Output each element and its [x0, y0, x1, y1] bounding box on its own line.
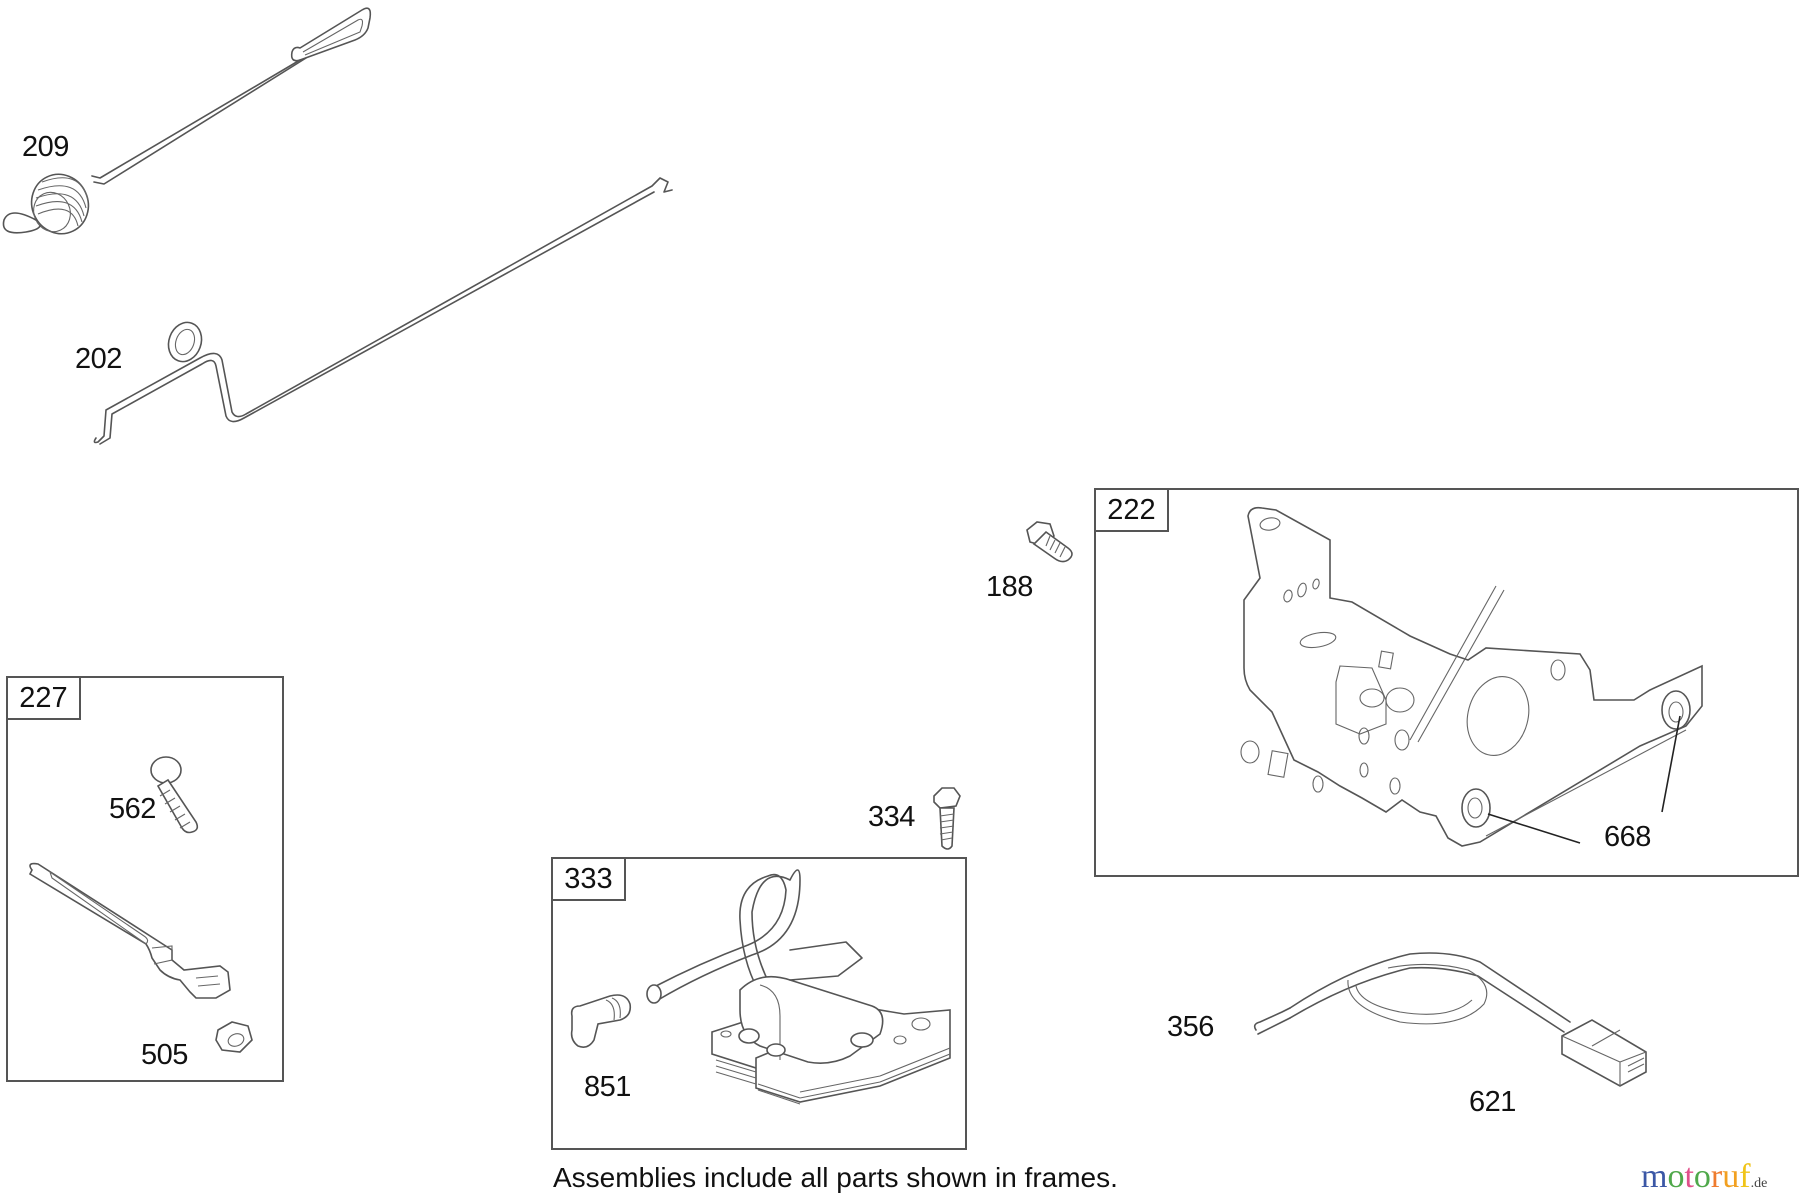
governor-link-icon	[93, 177, 673, 445]
governor-spring-icon	[2, 7, 372, 235]
logo-letter: r	[1710, 1158, 1723, 1195]
ignition-armature-icon	[646, 869, 951, 1105]
logo-letter: m	[1641, 1158, 1668, 1195]
frame-label-222: 222	[1096, 490, 1169, 532]
spark-plug-terminal-icon	[570, 994, 632, 1048]
logo-tld: .de	[1750, 1176, 1768, 1191]
logo-letter: u	[1722, 1158, 1740, 1195]
ground-wire-icon	[1253, 952, 1647, 1087]
screw-188-icon	[1026, 521, 1073, 563]
part-label-505: 505	[141, 1039, 188, 1071]
frame-label-227: 227	[8, 678, 81, 720]
throttle-lever-icon	[28, 862, 231, 999]
control-bracket-icon	[1240, 506, 1703, 847]
screw-334-icon	[933, 787, 961, 850]
nut-505-icon	[215, 1021, 253, 1053]
part-label-188: 188	[986, 571, 1033, 603]
logo-letter: t	[1684, 1158, 1694, 1195]
logo-letter: f	[1739, 1158, 1751, 1195]
part-label-202: 202	[75, 343, 122, 375]
assembly-frame-222: 222	[1094, 488, 1799, 877]
screw-562-icon	[150, 756, 199, 834]
motoruf-logo: motoruf.de	[1641, 1160, 1767, 1194]
assembly-frame-333: 333	[551, 857, 967, 1150]
footer-note: Assemblies include all parts shown in fr…	[553, 1162, 1118, 1193]
logo-letter: o	[1667, 1158, 1685, 1195]
logo-letter: o	[1693, 1158, 1711, 1195]
part-label-621: 621	[1469, 1086, 1516, 1118]
part-label-356: 356	[1167, 1011, 1214, 1043]
part-label-668: 668	[1604, 821, 1651, 853]
part-label-562: 562	[109, 793, 156, 825]
part-label-334: 334	[868, 801, 915, 833]
part-label-851: 851	[584, 1071, 631, 1103]
frame-label-333: 333	[553, 859, 626, 901]
part-label-209: 209	[22, 131, 69, 163]
assembly-frame-227: 227	[6, 676, 284, 1082]
